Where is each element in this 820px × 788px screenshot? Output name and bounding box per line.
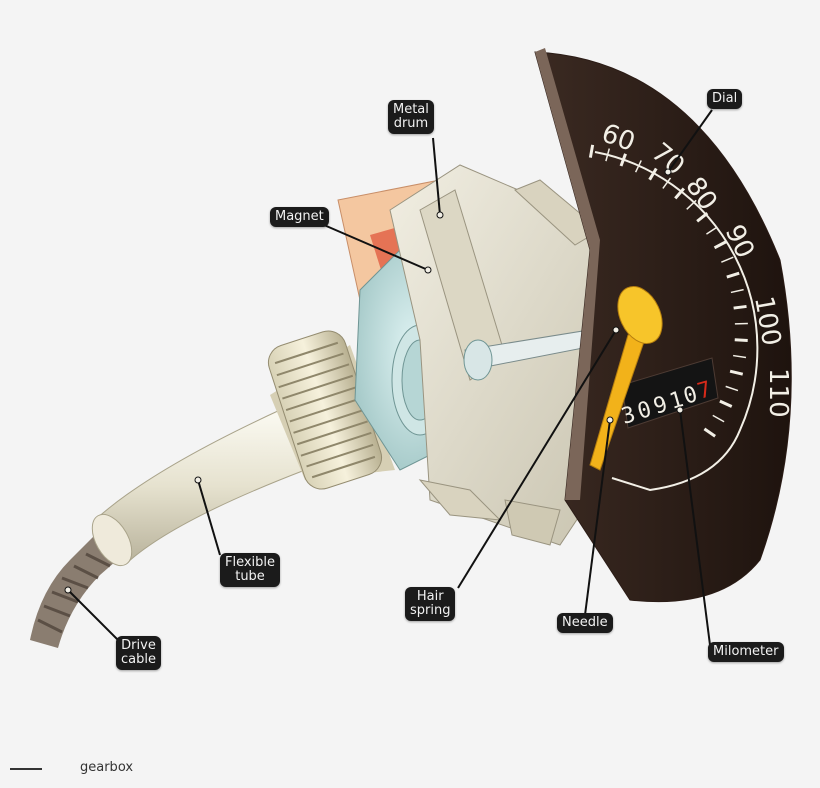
odometer-digit-2: 0 [635,397,655,425]
milometer: 3 0 9 1 0 7 [619,357,719,430]
dial-tick [706,226,718,235]
leader-dots [64,168,684,594]
label-dial: Dial [707,89,743,109]
dial-tick [619,153,627,167]
dial-tick [662,177,672,189]
dial-number-110: 110 [763,368,793,418]
dial-tick [696,212,709,223]
dial-tick [712,414,725,423]
needle [589,286,663,471]
odometer-digit-5: 0 [681,382,701,410]
dial-tick [703,427,716,438]
label-needle: Needle [557,613,613,633]
dial-tick [648,167,658,181]
dial-tick [733,354,747,359]
knurled-nut [267,330,395,490]
label-milometer: Milometer [708,642,784,662]
dial-tick [588,144,595,158]
label-magnet: Magnet [270,207,329,227]
label-metal-drum: Metal drum [388,100,434,134]
dial-tick [634,160,642,173]
dial-tick [726,271,740,279]
dial-tick [730,288,744,294]
dial-tick [719,399,733,408]
leader-lines [67,109,713,646]
dial-ticks [588,144,748,438]
dial-tick [734,338,748,342]
dial-tick [674,187,685,200]
footer-line [10,768,42,770]
dial-tick [605,148,611,162]
odometer-digit-6: 7 [695,377,715,405]
dial-tick [721,256,734,263]
label-flexible-tube: Flexible tube [220,553,281,587]
footer-text: gearbox [80,760,134,775]
flexible-tube [91,409,306,567]
odometer-digit-1: 3 [619,402,639,430]
label-drive-cable: Drive cable [116,636,161,670]
dial-tick [733,304,747,310]
dial-tick [729,369,744,376]
dial-tick [725,385,739,392]
dial-tick [713,240,727,250]
label-hair-spring: Hair spring [405,587,456,621]
odometer-digit-3: 9 [651,392,671,420]
dial-tick [686,199,697,210]
